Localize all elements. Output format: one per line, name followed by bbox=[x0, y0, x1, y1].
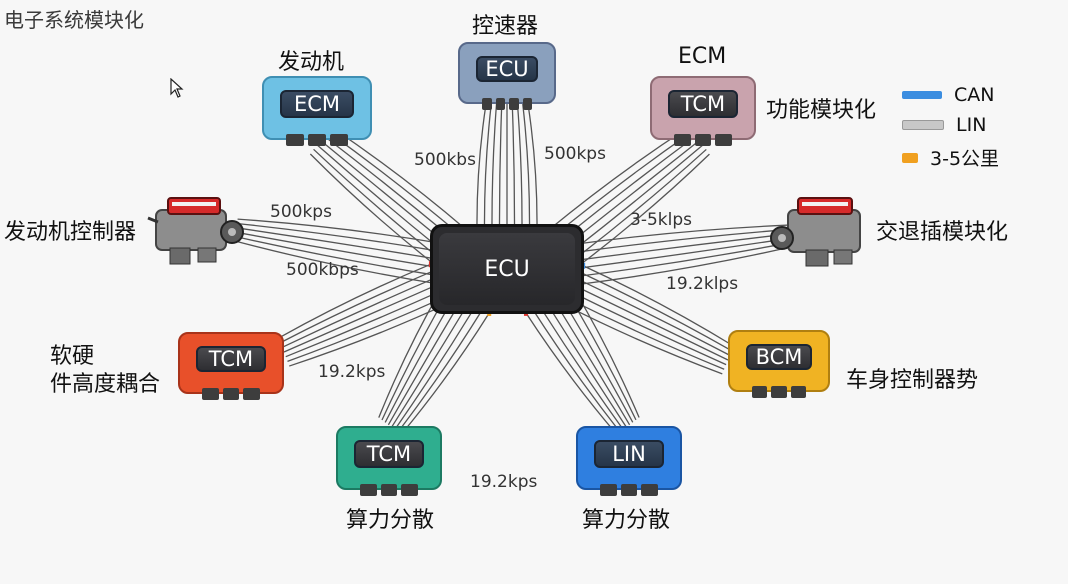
module-mid-right-bcm[interactable]: BCM bbox=[728, 330, 830, 398]
wire bbox=[578, 241, 791, 277]
wire bbox=[397, 309, 483, 433]
caption-mid-right: 车身控制器势 bbox=[846, 368, 979, 393]
wire bbox=[476, 103, 487, 230]
wire bbox=[483, 103, 492, 230]
wire bbox=[574, 228, 790, 254]
wire bbox=[577, 237, 791, 269]
legend-item-distance: 3-5公里 bbox=[902, 144, 999, 171]
module-top-left-ecm[interactable]: ECM bbox=[262, 76, 372, 146]
module-top-left-label: ECM bbox=[280, 90, 354, 118]
wire bbox=[326, 130, 462, 236]
rate-label-8: 19.2kps bbox=[470, 472, 538, 492]
wire bbox=[579, 271, 733, 352]
wire bbox=[559, 295, 634, 423]
rate-label-5: 3-5klps bbox=[630, 210, 692, 230]
wire bbox=[285, 288, 446, 358]
legend-swatch-distance bbox=[902, 152, 918, 163]
wire bbox=[236, 222, 441, 253]
wire bbox=[511, 103, 516, 230]
rate-label-2: 500kps bbox=[544, 144, 606, 164]
rate-label-1: 500kbs bbox=[414, 150, 476, 170]
module-top-right-label: TCM bbox=[668, 90, 738, 118]
wire bbox=[391, 302, 470, 428]
legend-swatch-lin bbox=[902, 120, 944, 130]
wire bbox=[570, 144, 704, 253]
legend-label-distance: 3-5公里 bbox=[930, 148, 1000, 170]
wire bbox=[581, 153, 710, 264]
wire bbox=[532, 309, 621, 433]
wire bbox=[525, 312, 618, 435]
rate-label-7: 19.2kps bbox=[318, 362, 386, 382]
caption-top-left: 发动机 bbox=[278, 50, 345, 75]
module-mid-left-label: TCM bbox=[196, 346, 266, 372]
wire bbox=[309, 153, 433, 264]
module-bottom-left-tcm[interactable]: TCM bbox=[336, 426, 442, 496]
wire bbox=[235, 231, 437, 268]
wire bbox=[498, 103, 503, 230]
wire bbox=[572, 288, 640, 418]
wire bbox=[283, 282, 442, 353]
wire bbox=[313, 148, 439, 258]
wire bbox=[572, 224, 789, 246]
module-bottom-right-lin[interactable]: LIN bbox=[576, 426, 682, 496]
caption-bottom-right: 算力分散 bbox=[582, 508, 671, 533]
wire bbox=[575, 148, 707, 259]
engine-left-icon bbox=[147, 197, 244, 265]
wire bbox=[234, 235, 436, 276]
wire bbox=[545, 302, 627, 428]
wire bbox=[527, 103, 538, 230]
module-top-right-tcm[interactable]: TCM bbox=[650, 76, 756, 146]
caption-engine-right: 交退插模块化 bbox=[876, 220, 1009, 245]
caption-bottom-left: 算力分散 bbox=[346, 508, 435, 533]
wire bbox=[491, 103, 498, 230]
rate-label-6: 19.2klps bbox=[666, 274, 739, 294]
rate-label-4: 500kbps bbox=[286, 260, 359, 280]
wire bbox=[287, 294, 449, 362]
caption-top-right-side: 功能模块化 bbox=[766, 98, 877, 123]
rate-label-3: 500kps bbox=[270, 202, 332, 222]
wire bbox=[538, 305, 624, 431]
wire bbox=[575, 277, 731, 356]
wire bbox=[522, 103, 531, 230]
mouse-cursor-icon bbox=[170, 78, 184, 98]
wire bbox=[571, 283, 729, 361]
wire bbox=[234, 240, 434, 284]
wire bbox=[579, 246, 792, 285]
legend-swatch-can bbox=[902, 91, 942, 99]
module-mid-left-tcm[interactable]: TCM bbox=[178, 332, 284, 400]
wire bbox=[394, 305, 477, 430]
engine-right-icon bbox=[770, 197, 861, 267]
caption-mid-left-line2: 件高度耦合 bbox=[50, 372, 161, 397]
legend-label-lin: LIN bbox=[956, 114, 987, 136]
caption-mid-left-line1: 软硬 bbox=[50, 344, 95, 369]
wire bbox=[316, 144, 445, 253]
caption-engine-left: 发动机控制器 bbox=[4, 220, 137, 245]
wire bbox=[236, 227, 439, 260]
module-mid-right-label: BCM bbox=[746, 344, 812, 370]
wire bbox=[280, 269, 435, 344]
wire bbox=[575, 233, 790, 262]
module-bottom-left-label: TCM bbox=[354, 440, 424, 468]
wire bbox=[516, 103, 523, 230]
wire bbox=[237, 218, 443, 245]
legend-label-can: CAN bbox=[954, 84, 995, 106]
hub-label: ECU bbox=[439, 233, 575, 305]
legend-item-lin: LIN bbox=[902, 114, 986, 136]
wire bbox=[400, 312, 490, 435]
page-title: 电子系统模块化 bbox=[4, 8, 144, 32]
caption-top-right: ECM bbox=[678, 44, 727, 69]
module-bottom-right-label: LIN bbox=[594, 440, 664, 468]
central-ecu-hub[interactable]: ECU bbox=[430, 224, 584, 314]
module-top-label: ECU bbox=[476, 56, 538, 82]
caption-top: 控速器 bbox=[472, 14, 539, 39]
wire bbox=[567, 289, 727, 366]
wire bbox=[278, 263, 432, 339]
wire bbox=[281, 276, 439, 348]
module-top-ecu[interactable]: ECU bbox=[458, 42, 556, 110]
wire bbox=[582, 265, 735, 347]
legend-item-can: CAN bbox=[902, 84, 994, 106]
